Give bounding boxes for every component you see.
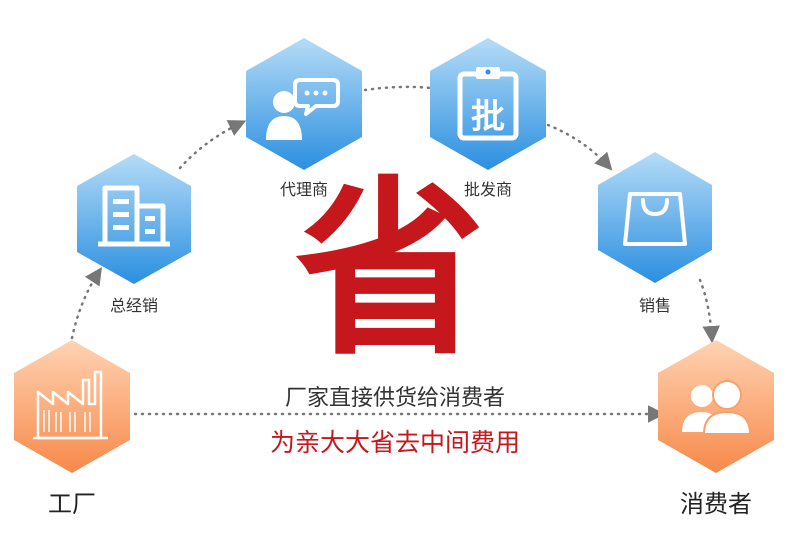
hexagon-retail <box>598 152 712 283</box>
label-distributor: 总经销 <box>109 296 159 315</box>
clipboard-char: 批 <box>471 97 505 137</box>
node-factory <box>14 340 130 473</box>
label-retail: 销售 <box>638 296 672 315</box>
speech-user-icon <box>266 78 340 140</box>
label-agent: 代理商 <box>279 180 329 199</box>
node-consumer <box>658 340 774 473</box>
save-cost-text: 为亲大大省去中间费用 <box>269 428 521 457</box>
node-agent <box>246 38 362 170</box>
hexagon-consumer <box>658 340 774 473</box>
node-distributor <box>77 154 191 284</box>
factory-icon <box>33 370 108 440</box>
arrow-factory-to-distributor <box>70 267 102 340</box>
save-headline: 省 <box>294 158 486 381</box>
buildings-icon <box>98 185 170 247</box>
arrow-distributor-to-agent <box>178 120 247 170</box>
arrow-wholesaler-to-retail <box>546 123 613 171</box>
direct-supply-text: 厂家直接供货给消费者 <box>284 386 506 411</box>
node-wholesaler: 批 <box>430 38 546 170</box>
arrow-retail-to-consumer <box>698 278 720 344</box>
label-factory: 工厂 <box>48 490 96 518</box>
label-consumer: 消费者 <box>680 490 752 518</box>
shopping-bag-icon <box>623 192 687 246</box>
users-icon <box>682 380 752 435</box>
label-wholesaler: 批发商 <box>463 180 513 199</box>
hexagon-factory <box>14 340 130 473</box>
connectors <box>70 85 720 423</box>
hexagon-distributor <box>77 154 191 284</box>
link-agent-to-wholesaler <box>363 85 432 92</box>
node-retail <box>598 152 712 283</box>
clipboard-icon: 批 <box>457 67 519 141</box>
